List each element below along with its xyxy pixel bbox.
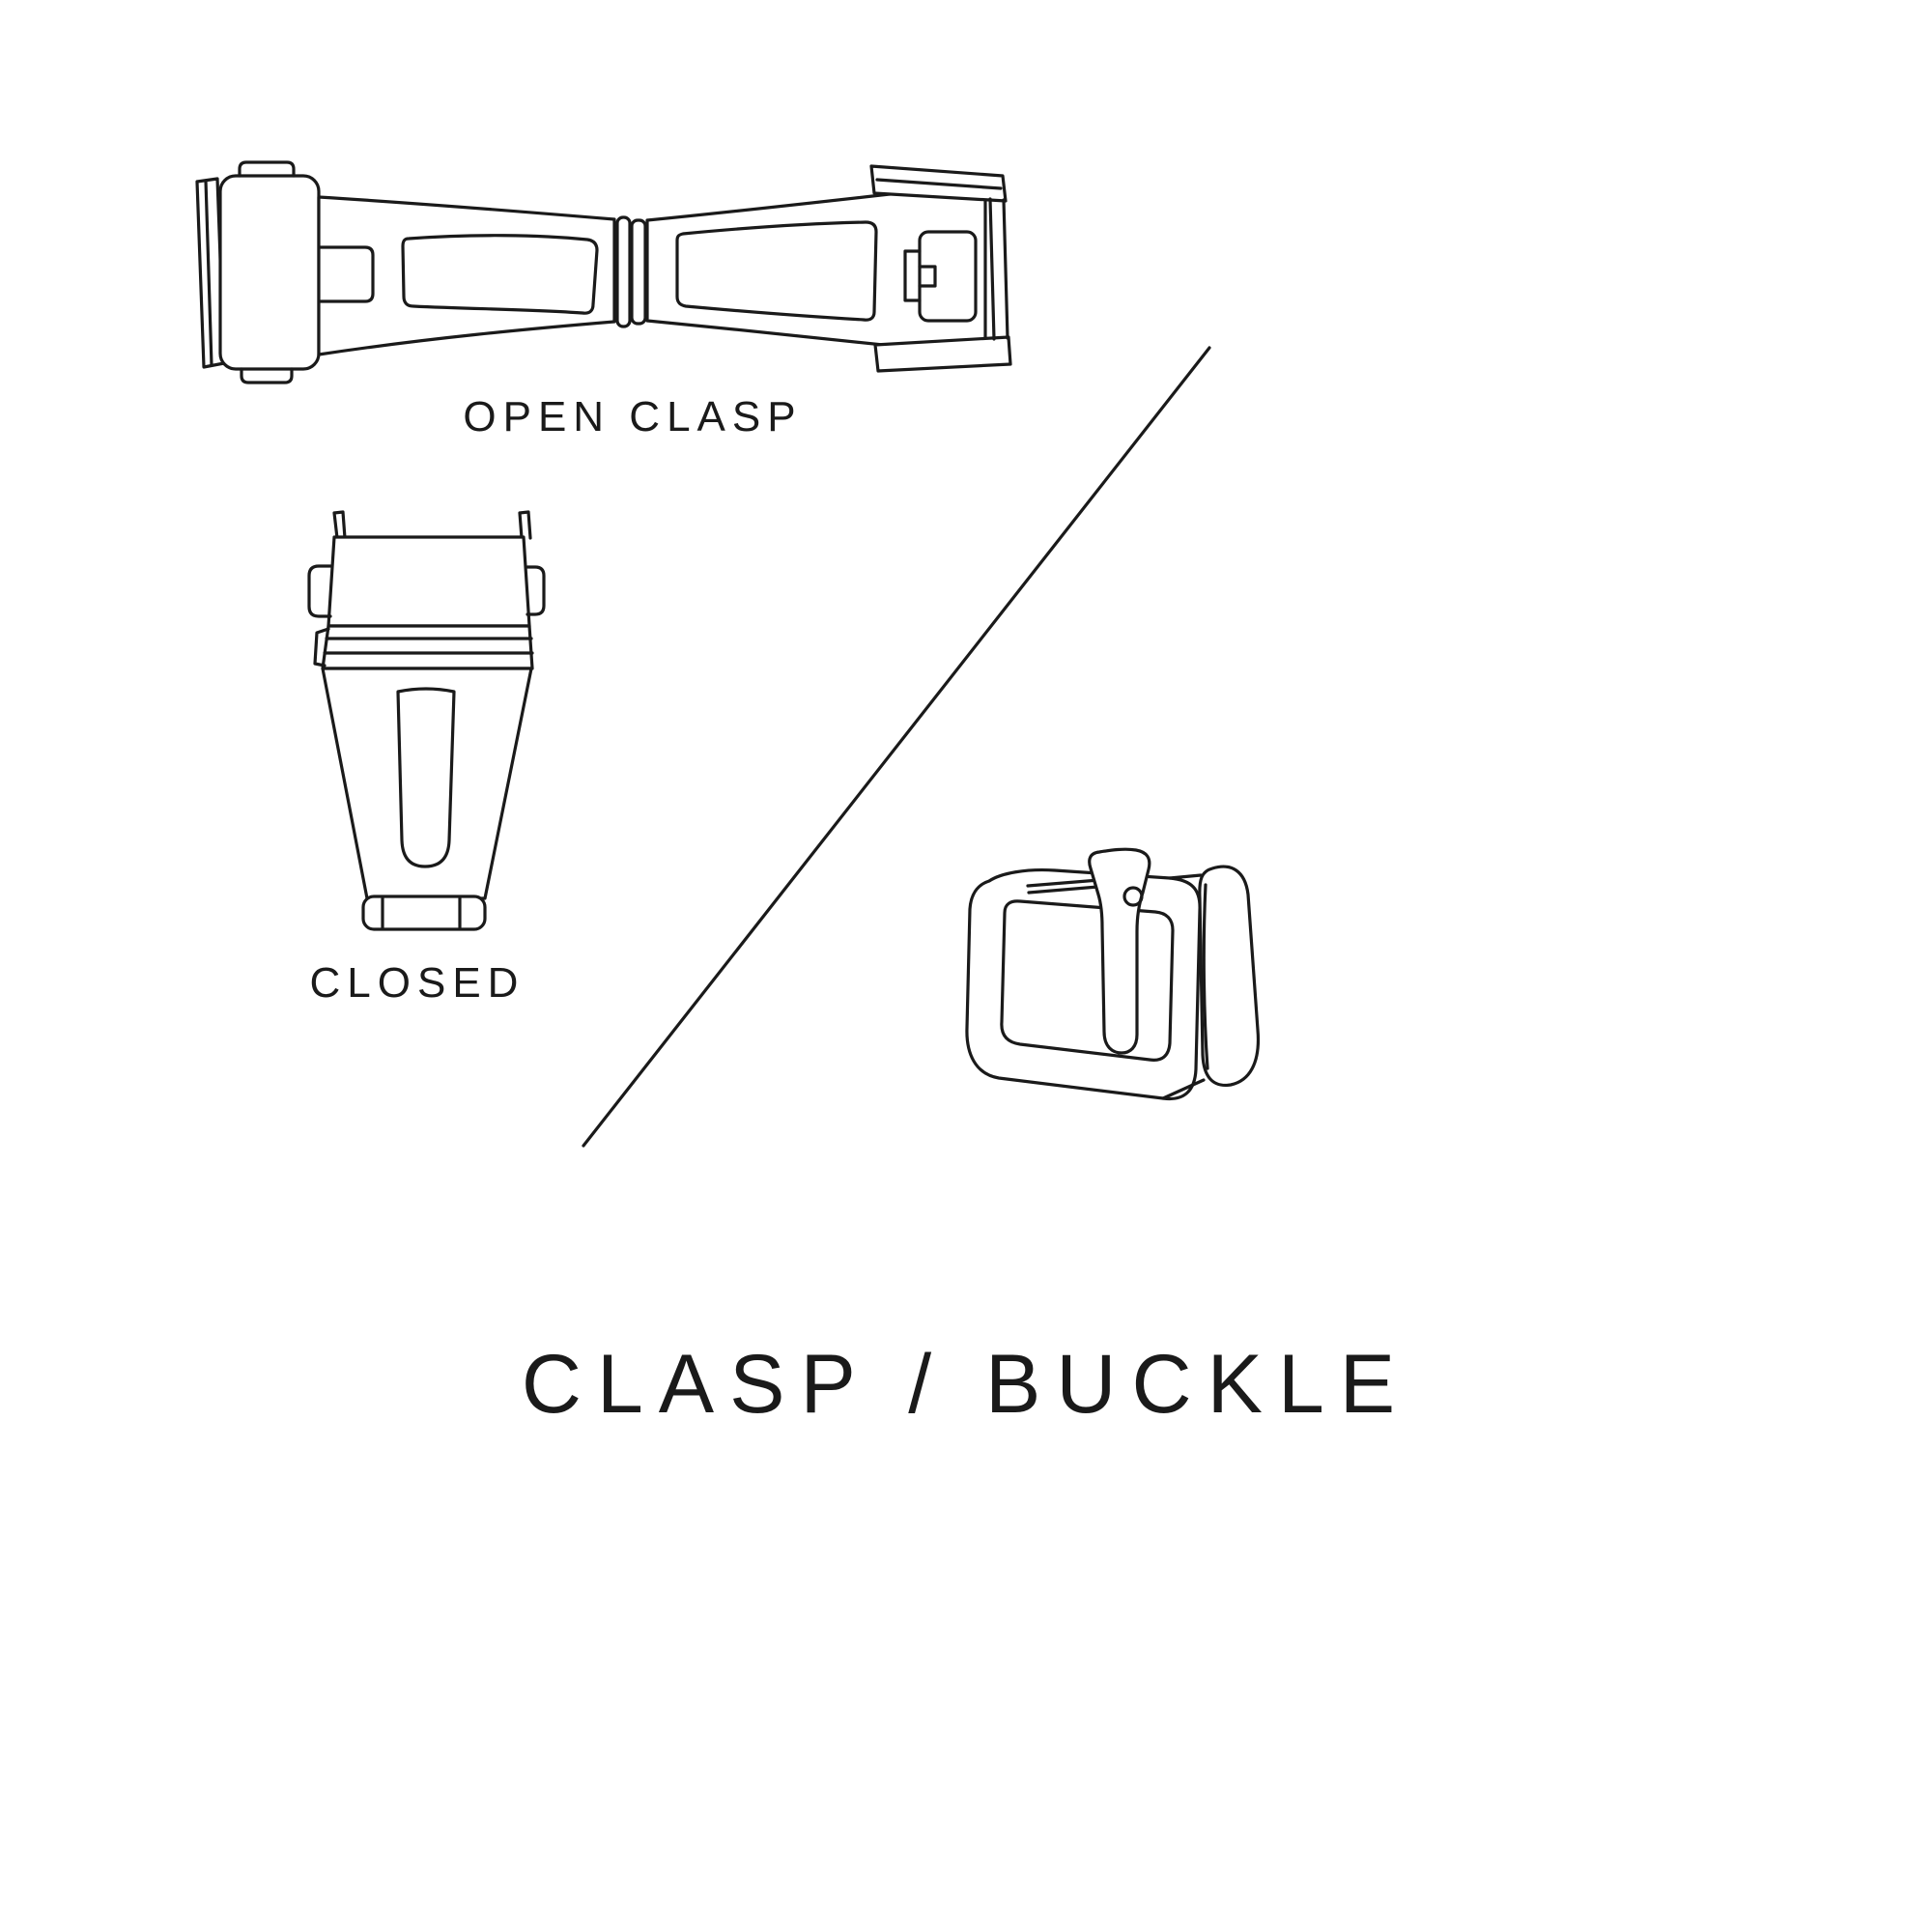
closed-clasp-body xyxy=(321,667,533,931)
open-clasp-label: OPEN CLASP xyxy=(463,393,803,440)
closed-clasp-label: CLOSED xyxy=(309,959,526,1007)
open-clasp-illustration xyxy=(195,160,1012,384)
open-clasp-hinge xyxy=(615,215,647,328)
divider-line xyxy=(582,346,1211,1148)
buckle-frame xyxy=(965,867,1206,1101)
open-clasp-left-blade xyxy=(317,195,616,356)
page-title: CLASP / BUCKLE xyxy=(521,1338,1411,1431)
open-clasp-right-blade xyxy=(645,182,987,357)
closed-clasp-prongs xyxy=(332,510,532,540)
open-clasp-left-end xyxy=(195,160,321,384)
open-clasp-right-end xyxy=(869,164,1012,373)
closed-clasp-illustration xyxy=(307,510,546,931)
closed-clasp-collar xyxy=(313,624,534,670)
buckle-tang xyxy=(1088,847,1151,1055)
closed-clasp-upper-block xyxy=(307,535,546,628)
buckle-illustration xyxy=(965,847,1261,1101)
buckle-far-bar xyxy=(1198,865,1261,1088)
